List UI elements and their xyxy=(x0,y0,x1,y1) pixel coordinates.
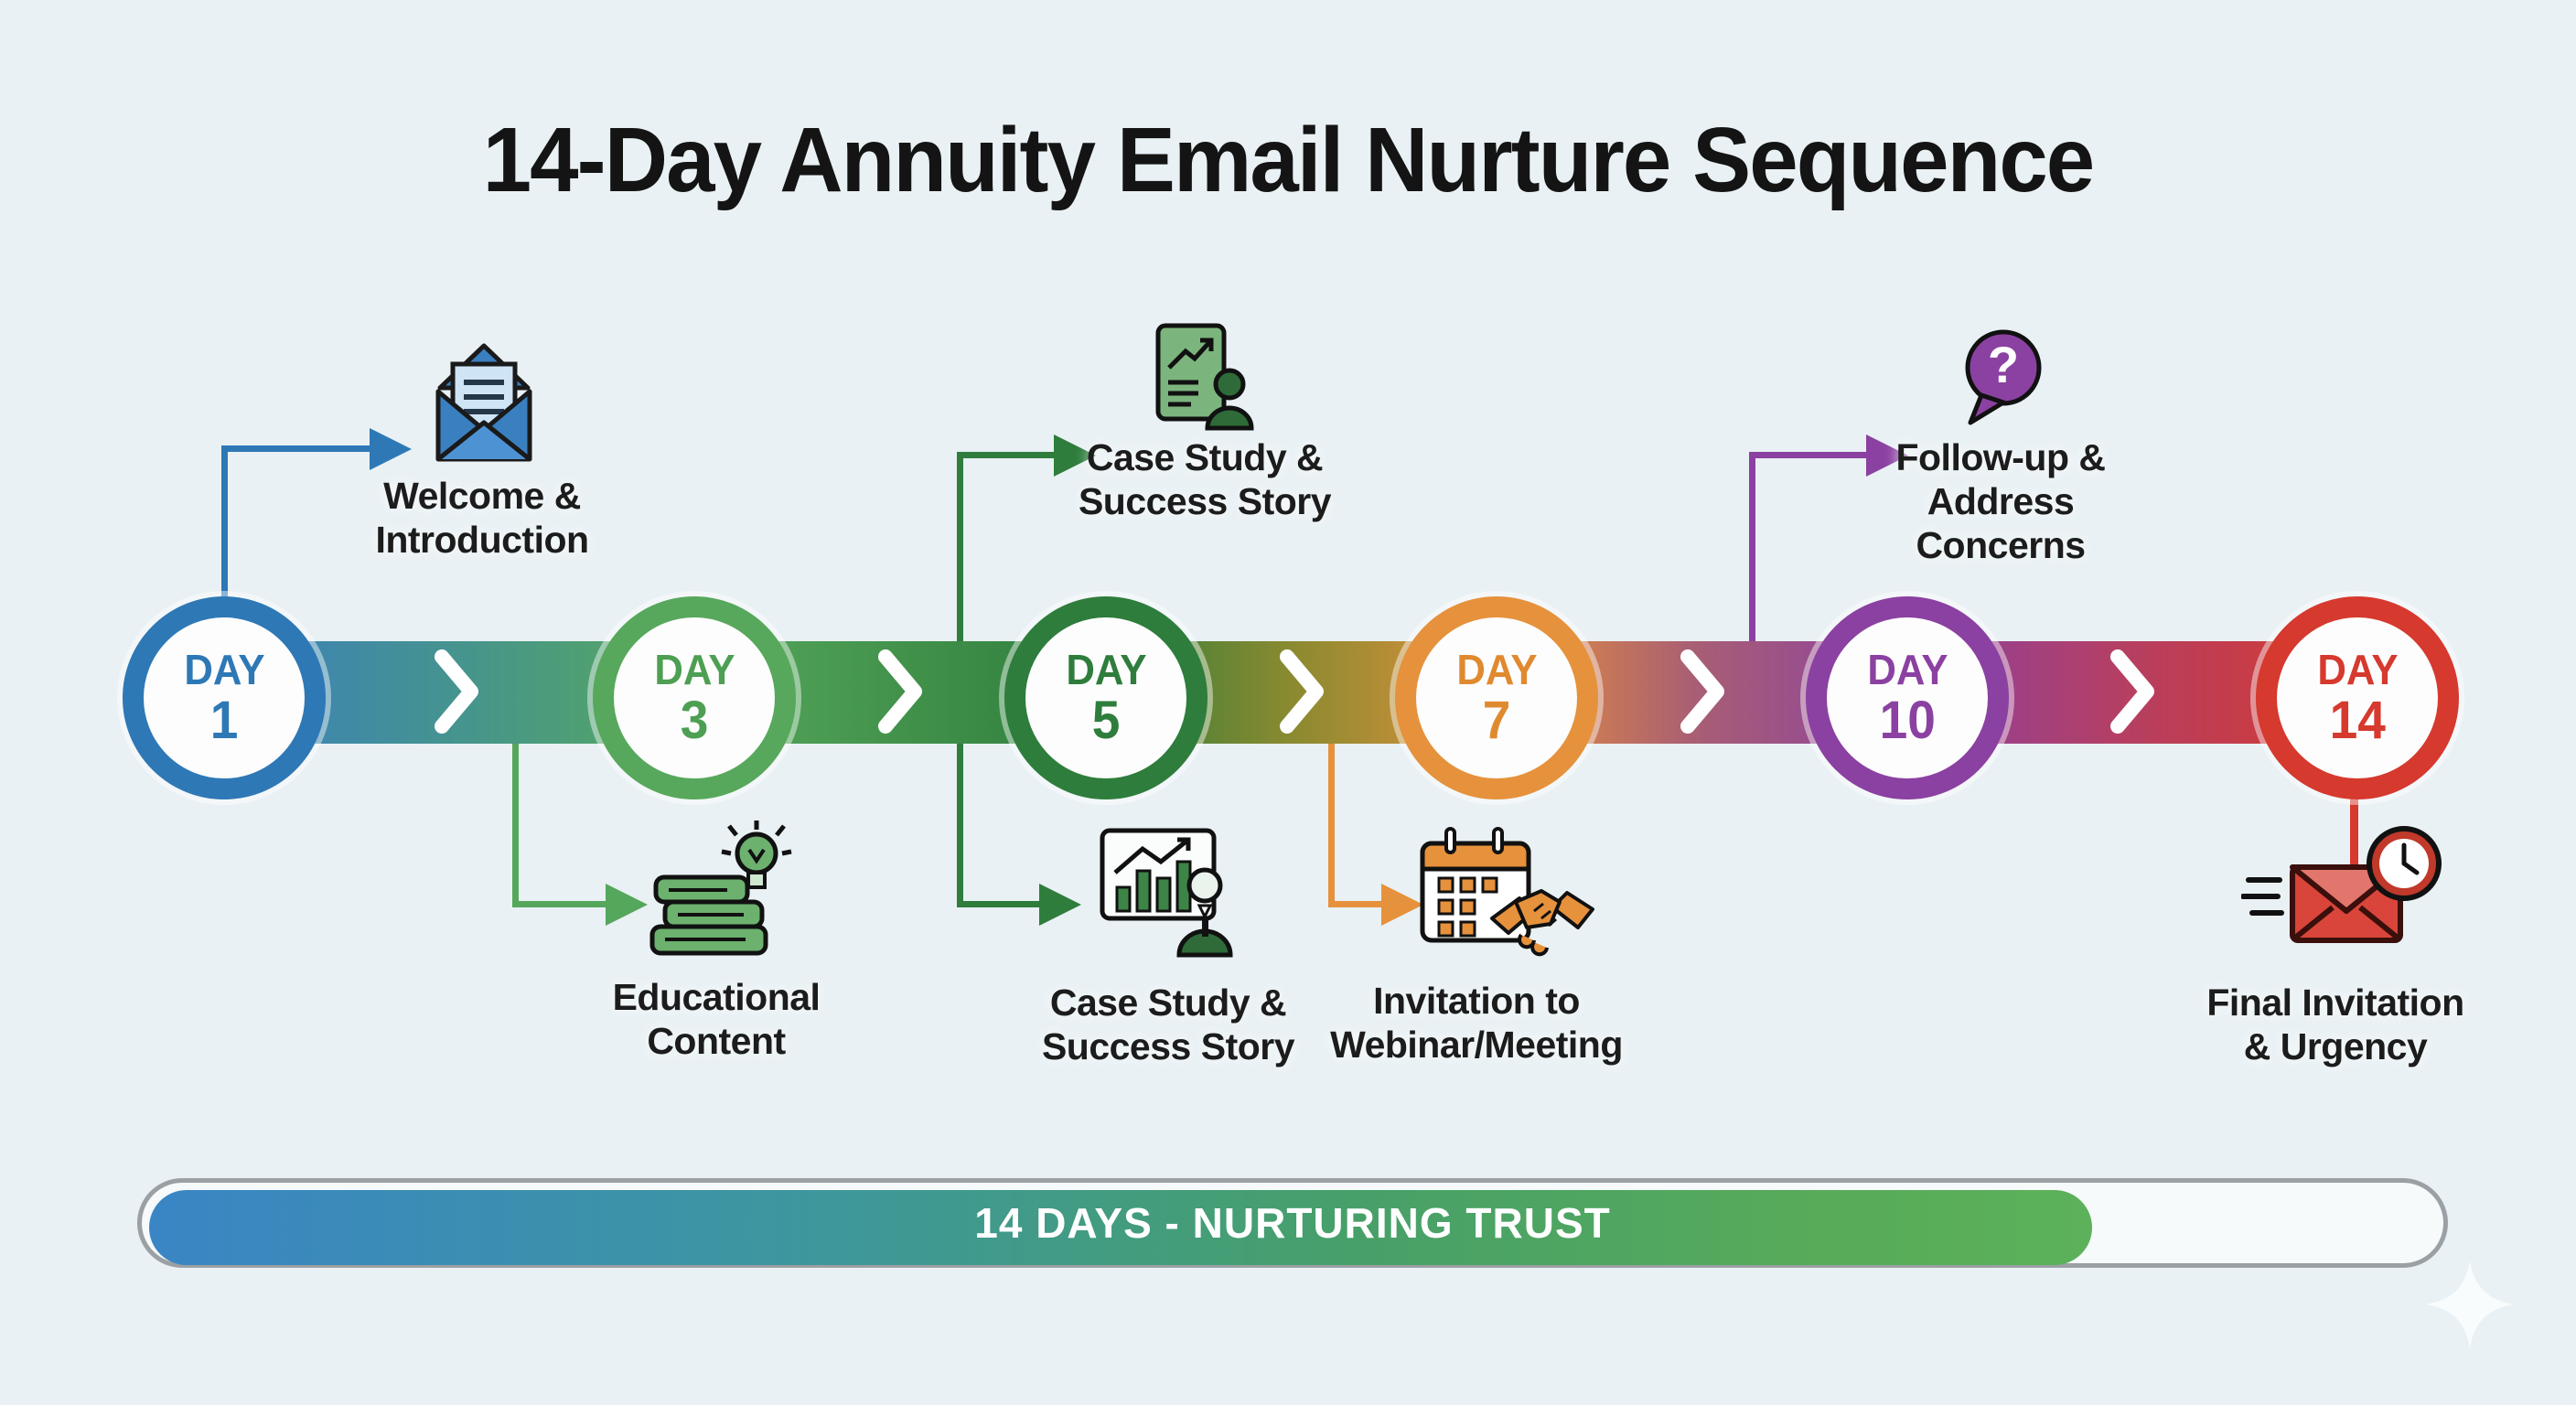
day7-arrow-line xyxy=(1328,901,1385,907)
open-envelope-icon xyxy=(435,343,532,462)
report-person-icon xyxy=(1155,323,1254,431)
final-label: Final Invitation & Urgency xyxy=(2206,981,2464,1067)
case-study-bottom-label: Case Study & Success Story xyxy=(1041,981,1295,1067)
day10-arrow-line xyxy=(1749,452,1870,458)
urgent-email-clock-icon xyxy=(2241,826,2442,943)
day10-arrowhead xyxy=(1866,434,1908,477)
day5-top-arrow-line xyxy=(957,452,1057,458)
day1-arrowhead xyxy=(370,428,412,470)
page-title: 14-Day Annuity Email Nurture Sequence xyxy=(482,109,2095,211)
day7-arrowhead xyxy=(1381,884,1423,926)
follow-up-label: Follow-up & Address Concerns xyxy=(1895,436,2106,566)
day3-arrowhead xyxy=(606,884,648,926)
day14-connector-line xyxy=(2350,797,2358,872)
invitation-label: Invitation to Webinar/Meeting xyxy=(1330,980,1623,1066)
case-study-top-label: Case Study & Success Story xyxy=(1078,436,1332,522)
day5-bottom-arrow-line xyxy=(957,901,1043,907)
day1-connector-line xyxy=(221,448,228,602)
books-lightbulb-icon xyxy=(649,820,792,956)
day1-arrow-line xyxy=(221,445,373,452)
day10-connector-line xyxy=(1749,455,1755,645)
day3-connector-line xyxy=(512,743,519,904)
chevron-right-icon xyxy=(435,649,478,734)
progress-bar-label: 14 DAYS - NURTURING TRUST xyxy=(974,1199,1611,1247)
chevron-right-icon xyxy=(2110,649,2154,734)
sparkle-icon xyxy=(2426,1260,2514,1348)
question-bubble-icon: ? xyxy=(1965,329,2042,425)
day7-connector-line xyxy=(1328,743,1335,904)
calendar-handshake-icon xyxy=(1420,827,1594,957)
progress-bar-fill xyxy=(149,1190,2092,1265)
day5-bottom-arrowhead xyxy=(1039,884,1081,926)
day3-arrow-line xyxy=(512,901,609,907)
welcome-label: Welcome & Introduction xyxy=(375,475,589,561)
chevron-right-icon xyxy=(878,649,922,734)
educational-label: Educational Content xyxy=(612,976,821,1062)
chart-presenter-icon xyxy=(1100,828,1233,958)
progress-bar: 14 DAYS - NURTURING TRUST xyxy=(137,1178,2448,1268)
day5-top-arrowhead xyxy=(1054,434,1096,477)
chevron-right-icon xyxy=(1680,649,1724,734)
svg-text:?: ? xyxy=(1988,336,2019,393)
chevron-right-icon xyxy=(1280,649,1324,734)
